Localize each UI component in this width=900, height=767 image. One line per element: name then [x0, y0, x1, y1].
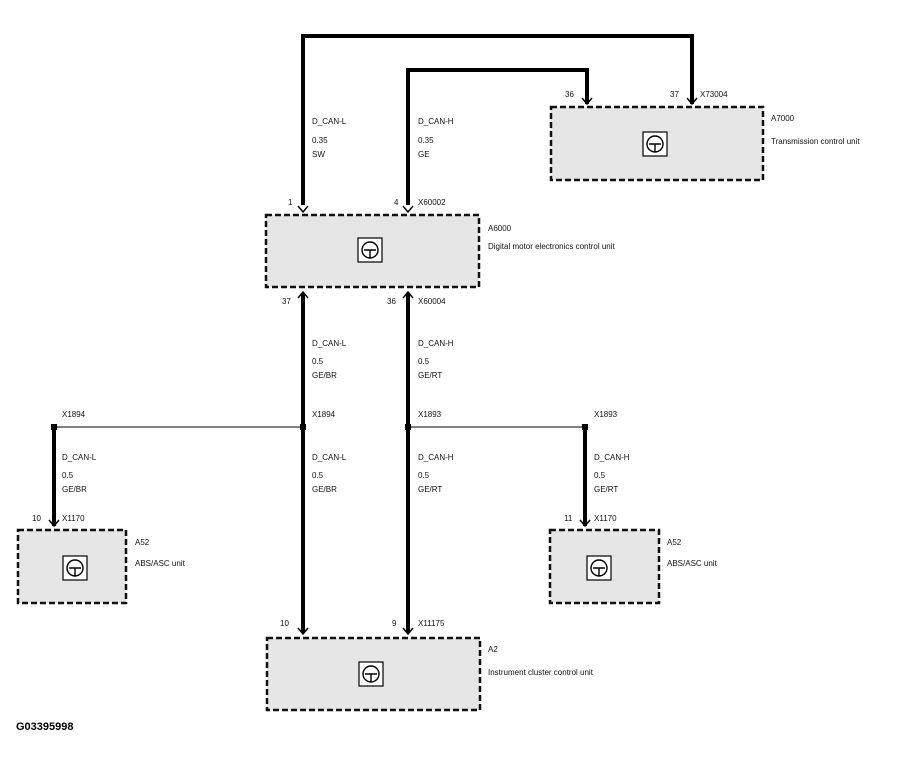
- wire-abs-h-color: GE/RT: [594, 485, 618, 494]
- wire-top-can-h: [406, 68, 589, 205]
- control-unit-icon: [642, 131, 668, 157]
- dme-name: Digital motor electronics control unit: [488, 242, 615, 251]
- abs-right-name: ABS/ASC unit: [667, 559, 718, 568]
- transmission-name: Transmission control unit: [771, 137, 860, 146]
- dme-id: A6000: [488, 224, 512, 233]
- wire-abs-h-signal: D_CAN-H: [594, 453, 630, 462]
- transmission-pin-h: 36: [565, 90, 574, 99]
- wire-low-h-size: 0.5: [418, 471, 430, 480]
- transmission-connector: X73004: [700, 90, 728, 99]
- splice-left-inner: X1894: [312, 410, 336, 419]
- abs-left-id: A52: [135, 538, 150, 547]
- cluster-connector: X11175: [418, 619, 445, 628]
- wire-low-h-signal: D_CAN-H: [418, 453, 454, 462]
- cluster-pin-h: 9: [392, 619, 397, 628]
- wire-top-l-signal: D_CAN-L: [312, 117, 347, 126]
- abs-right-id: A52: [667, 538, 682, 547]
- dme-connector-bottom: X60004: [418, 297, 446, 306]
- wire-abs-l-color: GE/BR: [62, 485, 87, 494]
- cluster-pin-l: 10: [280, 619, 289, 628]
- transmission-pin-l: 37: [670, 90, 679, 99]
- wire-mid-h-color: GE/RT: [418, 371, 442, 380]
- abs-left-pin: 10: [32, 514, 41, 523]
- abs-left-name: ABS/ASC unit: [135, 559, 186, 568]
- dme-connector-top: X60002: [418, 198, 446, 207]
- wire-top-can-l: [301, 34, 694, 205]
- splice-left-outer: X1894: [62, 410, 86, 419]
- wire-low-l-color: GE/BR: [312, 485, 337, 494]
- diagram-code: G03395998: [16, 721, 74, 733]
- wire-mid-l-size: 0.5: [312, 357, 324, 366]
- control-unit-icon: [358, 661, 384, 687]
- wire-top-l-color: SW: [312, 150, 325, 159]
- control-unit-icon: [586, 555, 612, 581]
- wire-abs-l-size: 0.5: [62, 471, 74, 480]
- dme-pin-bottom-l: 37: [282, 297, 291, 306]
- control-unit-icon: [62, 555, 88, 581]
- wire-abs-l-signal: D_CAN-L: [62, 453, 97, 462]
- wire-mid-l-signal: D_CAN-L: [312, 339, 347, 348]
- splice-right-inner: X1893: [418, 410, 442, 419]
- wire-top-l-size: 0.35: [312, 136, 328, 145]
- wire-low-l-size: 0.5: [312, 471, 324, 480]
- cluster-name: Instrument cluster control unit: [488, 668, 594, 677]
- abs-right-pin: 11: [564, 514, 573, 523]
- wire-mid-l-color: GE/BR: [312, 371, 337, 380]
- dme-pin-top-h: 4: [394, 198, 399, 207]
- wire-top-h-size: 0.35: [418, 136, 434, 145]
- cluster-id: A2: [488, 645, 498, 654]
- dme-pin-top-l: 1: [288, 198, 293, 207]
- wire-mid-h-signal: D_CAN-H: [418, 339, 454, 348]
- pin-markers: [48, 97, 698, 636]
- wire-top-h-color: GE: [418, 150, 430, 159]
- wire-low-l-signal: D_CAN-L: [312, 453, 347, 462]
- abs-left-connector: X1170: [62, 514, 85, 523]
- control-unit-icon: [357, 237, 383, 263]
- wire-mid-h-size: 0.5: [418, 357, 430, 366]
- wire-low-h-color: GE/RT: [418, 485, 442, 494]
- splice-right-outer: X1893: [594, 410, 618, 419]
- transmission-id: A7000: [771, 114, 795, 123]
- abs-right-connector: X1170: [594, 514, 617, 523]
- wire-top-h-signal: D_CAN-H: [418, 117, 454, 126]
- dme-pin-bottom-h: 36: [387, 297, 396, 306]
- splice-points: [51, 424, 588, 430]
- wire-abs-h-size: 0.5: [594, 471, 606, 480]
